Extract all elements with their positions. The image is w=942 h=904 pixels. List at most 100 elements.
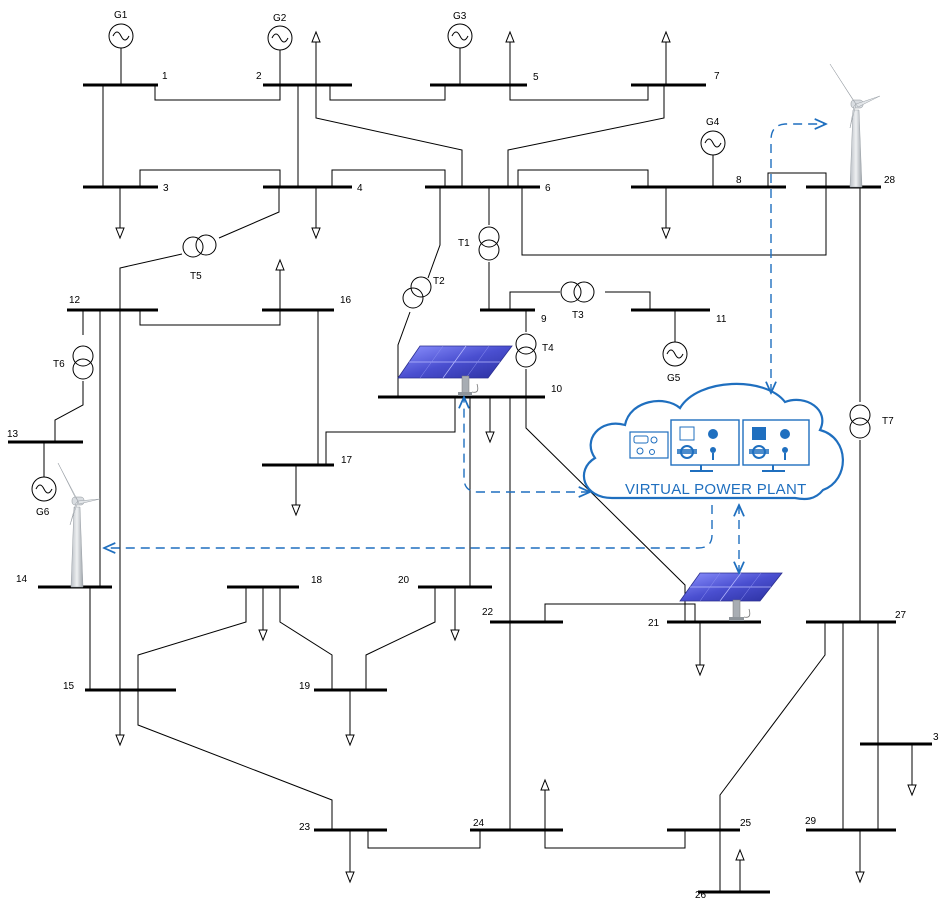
bus-label: 27	[895, 610, 907, 621]
load-arrow-icon	[486, 397, 494, 442]
generator-label: G3	[453, 11, 467, 22]
bus-label: 17	[341, 455, 353, 466]
line-T6-13	[55, 381, 83, 442]
generator-G4: G4	[701, 117, 725, 187]
transformer-T6	[73, 346, 93, 379]
load-arrow-icon	[736, 850, 744, 892]
load-arrow-icon	[541, 780, 549, 830]
load-arrow-icon	[451, 587, 459, 640]
generator-G3: G3	[448, 11, 472, 85]
solar-panel-icon	[398, 346, 512, 396]
monitor-icon	[671, 420, 739, 471]
line-5-7	[510, 85, 648, 100]
generator-label: G6	[36, 507, 50, 518]
vpp-label: VIRTUAL POWER PLANT	[625, 481, 807, 498]
transformer-label: T4	[542, 343, 554, 354]
wind-turbine-icon	[830, 64, 880, 187]
bus-label: 3	[163, 183, 169, 194]
transformer-T3	[561, 282, 594, 302]
virtual-power-plant[interactable]: VIRTUAL POWER PLANT	[584, 384, 843, 499]
transformer-icon	[73, 346, 93, 366]
generator-G2: G2	[268, 13, 292, 85]
bus-label: 18	[311, 575, 323, 586]
line-3-4	[140, 170, 280, 187]
line-15-23	[138, 690, 332, 830]
bus-label: 25	[740, 818, 752, 829]
line-6-28	[522, 187, 826, 255]
bus-label: 2	[256, 71, 262, 82]
line-12-16	[140, 310, 280, 325]
line-9-T3	[510, 292, 560, 310]
load-arrow-icon	[856, 830, 864, 882]
transformer-label: T6	[53, 359, 65, 370]
bus-label: 23	[299, 822, 311, 833]
load-arrow-icon	[259, 587, 267, 640]
bus-label: 20	[398, 575, 410, 586]
load-arrow-icon	[312, 32, 320, 85]
generator-label: G5	[667, 373, 681, 384]
generator-G1: G1	[109, 10, 133, 85]
link-vpp-wind-14	[104, 505, 712, 548]
transformer-T5	[183, 235, 216, 257]
bus-label: 16	[340, 295, 352, 306]
bus-label: 19	[299, 681, 311, 692]
link-vpp-wind-28	[771, 124, 826, 393]
bus-label: 10	[551, 384, 563, 395]
line-21-22	[545, 604, 695, 622]
line-25-27	[720, 622, 825, 892]
load-arrow-icon	[662, 32, 670, 85]
bus-label: 15	[63, 681, 75, 692]
bus-label: 26	[695, 890, 707, 901]
monitor-icon	[743, 420, 809, 471]
bus-label: 8	[736, 175, 742, 186]
line-2-5	[330, 85, 445, 100]
bus-label: 5	[533, 72, 539, 83]
bus-label: 13	[7, 429, 19, 440]
transformer-T4	[516, 334, 536, 367]
transformer-label: T1	[458, 238, 470, 249]
bus-label: 22	[482, 607, 494, 618]
transformer-icon	[516, 334, 536, 354]
bus-label: 14	[16, 574, 28, 585]
load-arrow-icon	[116, 187, 124, 238]
link-vpp-solar-10	[464, 397, 590, 492]
transformer-label: T3	[572, 310, 584, 321]
load-arrow-icon	[908, 744, 916, 795]
line-4-6	[332, 170, 445, 187]
line-1-2	[155, 85, 280, 100]
bus-label: 3	[933, 732, 939, 743]
transformer-label: T7	[882, 416, 894, 427]
bus-label: 6	[545, 183, 551, 194]
controller-device-icon	[630, 432, 668, 458]
load-arrow-icon	[506, 32, 514, 85]
line-T5-15	[120, 254, 182, 735]
load-arrow-icon	[292, 465, 300, 515]
line-23-24	[368, 830, 480, 848]
line-T3-11	[605, 292, 650, 310]
generator-label: G2	[273, 13, 287, 24]
line-15-18	[138, 587, 246, 690]
bus-label: 9	[541, 314, 547, 325]
load-arrow-icon	[346, 690, 354, 745]
transformer-label: T5	[190, 271, 202, 282]
line-4-T5	[219, 187, 279, 238]
generator-label: G4	[706, 117, 720, 128]
bus-label: 12	[69, 295, 81, 306]
bus-label: 4	[357, 183, 363, 194]
bus-label: 1	[162, 71, 168, 82]
line-19-20	[366, 587, 435, 690]
transformer-icon	[411, 277, 431, 297]
bus-label: 11	[716, 314, 727, 325]
line-18-19	[280, 587, 332, 690]
transformer-icon	[183, 237, 203, 257]
load-arrow-icon	[276, 260, 284, 310]
bus-label: 7	[714, 71, 720, 82]
line-6-T2	[428, 187, 440, 278]
generator-G5: G5	[663, 342, 687, 384]
transformer-T1	[479, 227, 499, 260]
transformer-label: T2	[433, 276, 445, 287]
load-arrow-icon	[662, 187, 670, 238]
bus-label: 29	[805, 816, 817, 827]
load-arrow-icon	[696, 622, 704, 675]
